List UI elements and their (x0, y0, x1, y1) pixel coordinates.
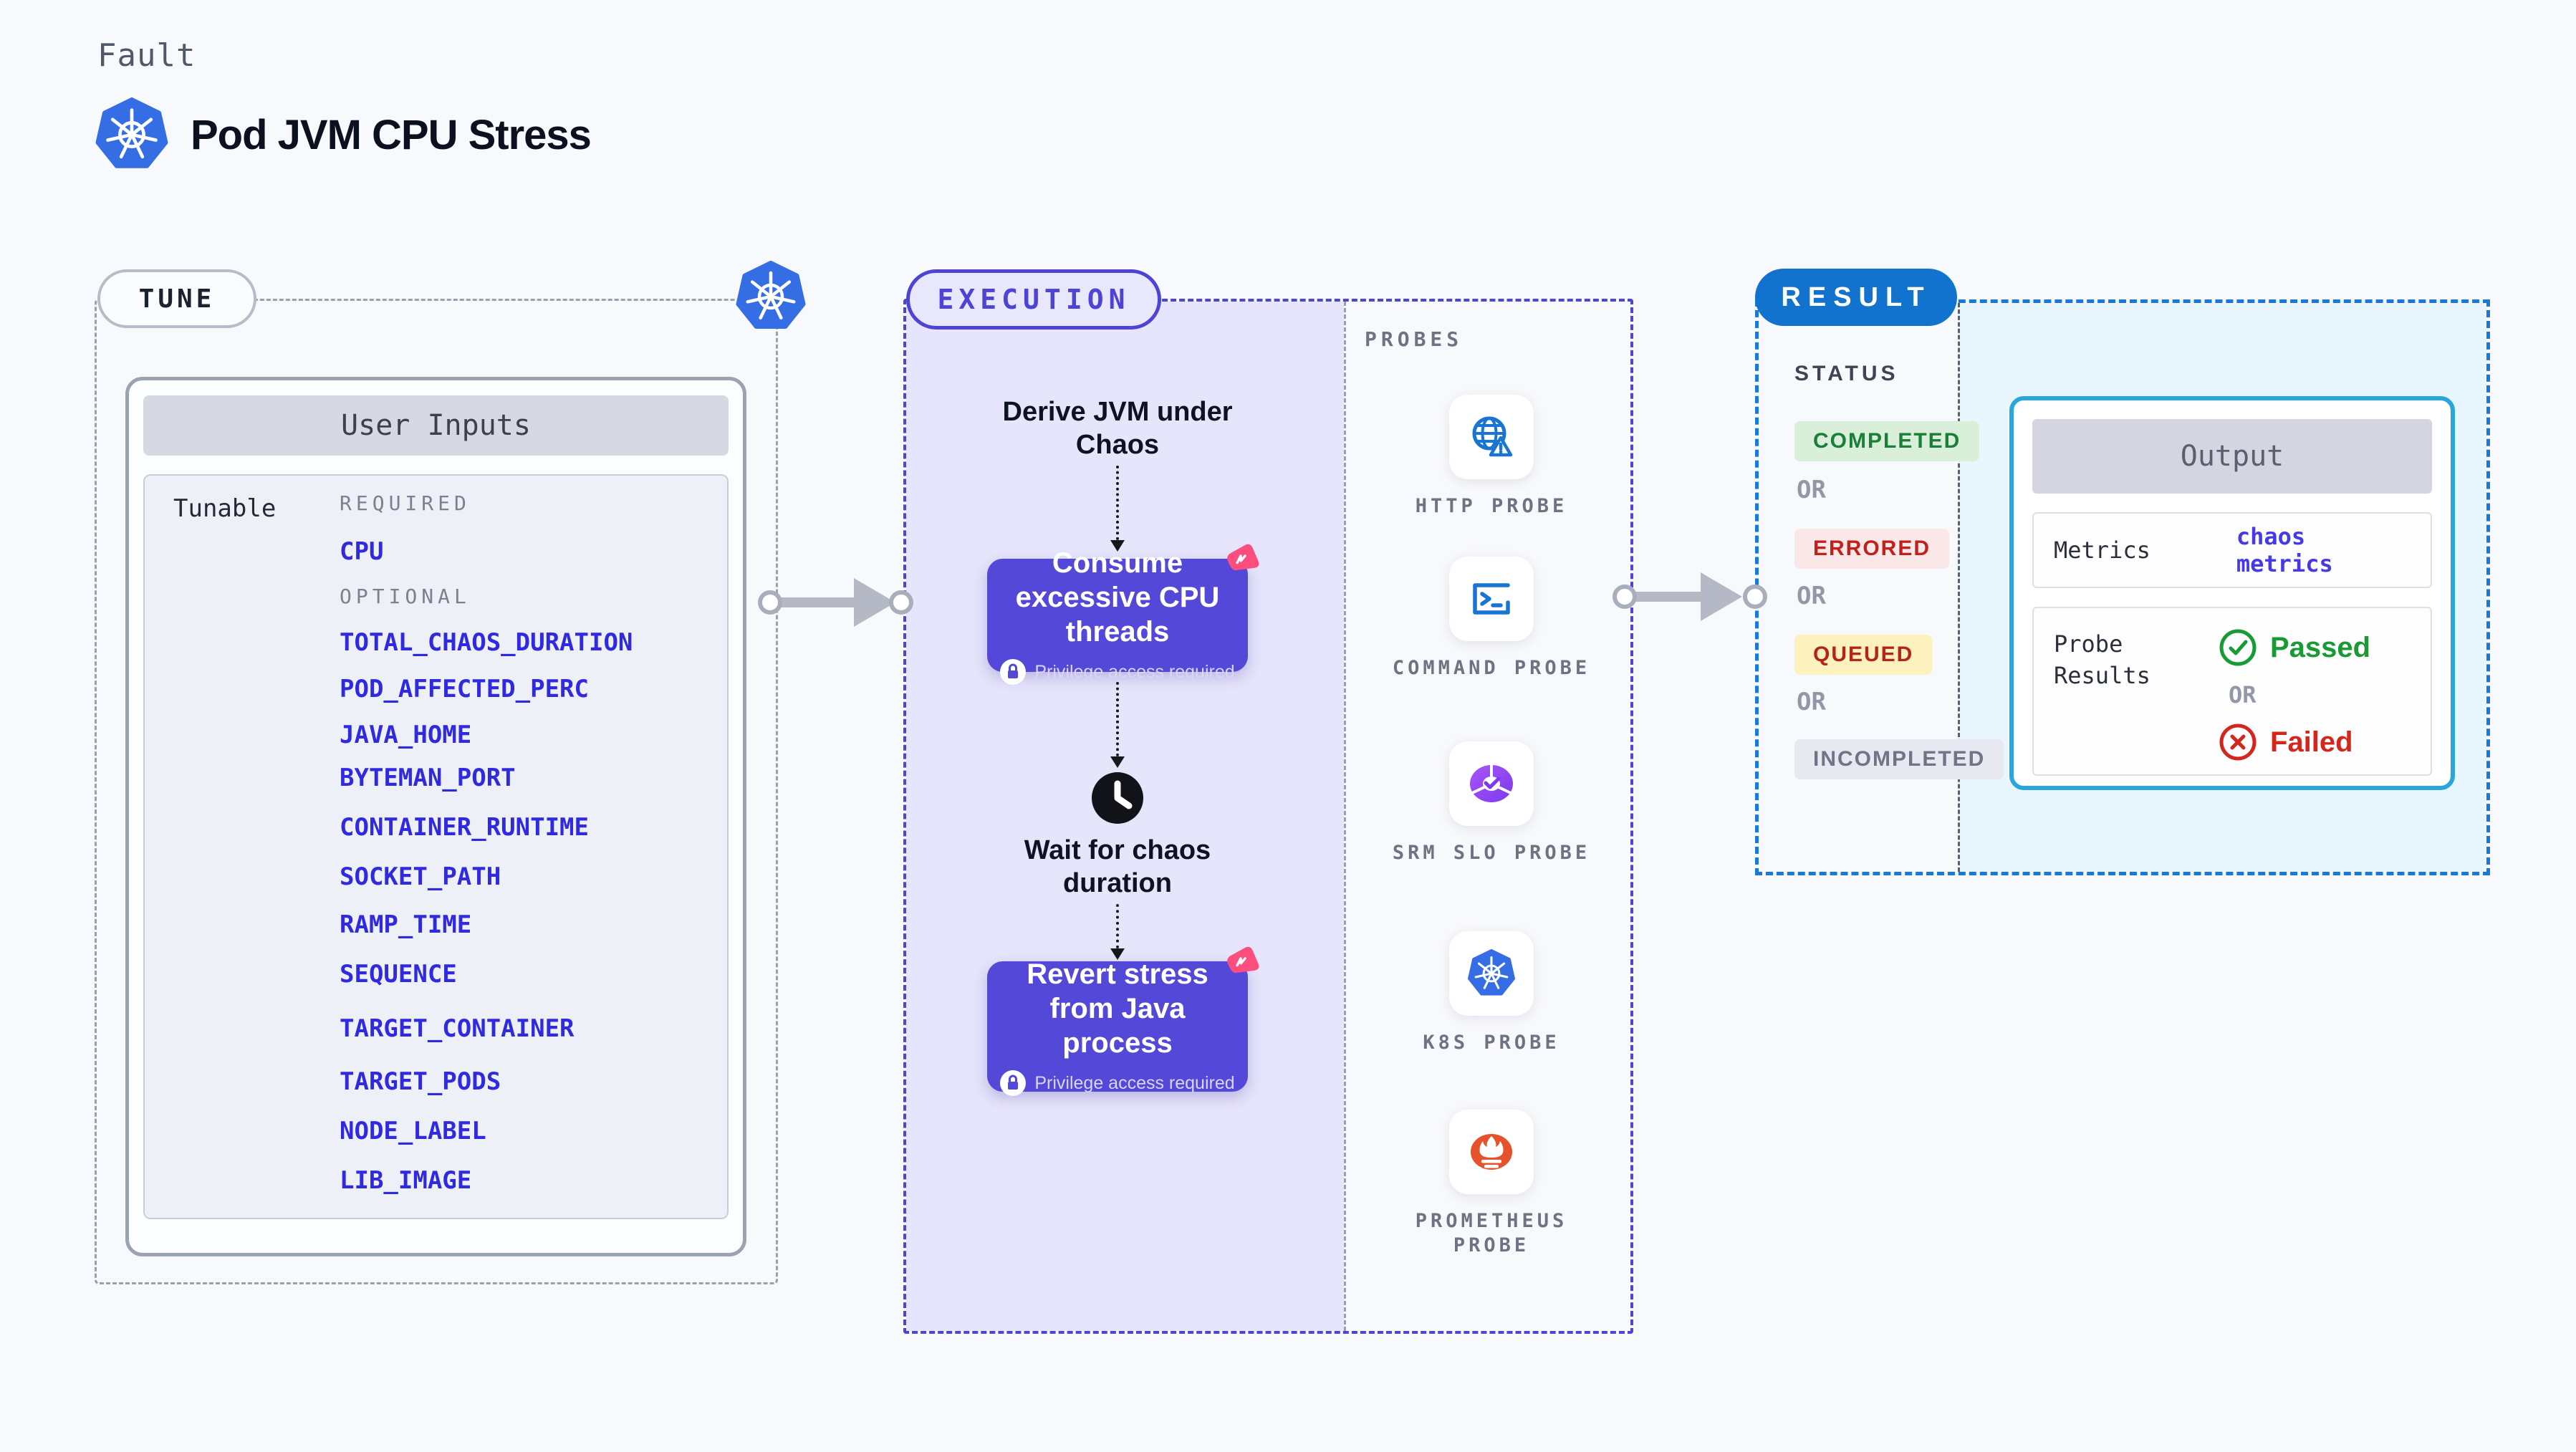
flow-arrowhead (1701, 572, 1742, 621)
wait-step-label: Wait for chaos duration (1024, 835, 1211, 898)
input-item: TARGET_PODS (340, 1067, 501, 1096)
probe-label: HTTP PROBE (1415, 495, 1568, 517)
chaos-metrics-link[interactable]: chaos metrics (2236, 523, 2333, 577)
connector-ring (889, 590, 913, 615)
execution-pill: EXECUTION (906, 269, 1161, 330)
input-item: NODE_LABEL (340, 1117, 486, 1145)
probe-label: SRM SLO PROBE (1392, 842, 1591, 864)
status-divider (1958, 303, 1960, 872)
chaos-icon (1225, 543, 1261, 577)
kubernetes-icon (1467, 949, 1516, 998)
terminal-icon (1473, 583, 1510, 615)
probes-divider (1344, 302, 1346, 1331)
check-circle-icon (2219, 629, 2257, 666)
probe-label: PROMETHEUS PROBE (1415, 1210, 1568, 1256)
probe-label: K8S PROBE (1423, 1032, 1560, 1054)
input-item: SEQUENCE (340, 960, 457, 989)
http-probe-card (1449, 395, 1534, 479)
tune-pill: TUNE (97, 269, 256, 328)
node-label: Revert stress from Java process (1027, 958, 1208, 1059)
input-item: CONTAINER_RUNTIME (340, 813, 589, 842)
input-item: TOTAL_CHAOS_DURATION (340, 628, 633, 657)
derive-step-label: Derive JVM under Chaos (1002, 397, 1233, 460)
dotted-connector (1116, 682, 1119, 756)
input-item: LIB_IMAGE (340, 1166, 472, 1195)
probes-heading: PROBES (1365, 327, 1464, 351)
passed-row: Passed (2219, 628, 2370, 667)
optional-heading: OPTIONAL (340, 585, 471, 608)
status-badge-errored: ERRORED (1794, 529, 1950, 569)
metrics-label: Metrics (2054, 537, 2150, 564)
prometheus-probe-card (1449, 1110, 1534, 1194)
flow-arrow (1625, 592, 1703, 602)
input-item: SOCKET_PATH (340, 862, 501, 891)
lock-icon (1000, 659, 1027, 685)
connector-ring (1743, 585, 1767, 609)
connector-ring (758, 590, 782, 615)
user-inputs-title: User Inputs (143, 395, 729, 456)
status-badge-completed: COMPLETED (1794, 421, 1980, 461)
status-badge-incompleted: INCOMPLETED (1794, 739, 2004, 779)
input-item: CPU (340, 537, 384, 566)
page-title: Pod JVM CPU Stress (191, 111, 592, 158)
globe-warning-icon (1472, 416, 1513, 457)
result-pill: RESULT (1755, 269, 1957, 326)
probe-results-label: Probe Results (2054, 630, 2150, 689)
dotted-arrowhead (1110, 756, 1125, 768)
failed-row: Failed (2219, 723, 2370, 761)
dotted-connector (1116, 904, 1119, 948)
metrics-row: Metrics chaos metrics (2032, 512, 2432, 588)
clock-icon (1092, 772, 1143, 824)
or-label: OR (1797, 476, 1826, 504)
status-heading: STATUS (1794, 362, 1899, 385)
consume-cpu-node: Consume excessive CPU threads Privilege … (987, 543, 1261, 685)
privilege-badge-label: Privilege access required (1034, 661, 1235, 682)
privilege-badge-label: Privilege access required (1034, 1072, 1235, 1093)
or-label: OR (1797, 582, 1826, 610)
user-inputs-list: REQUIRED CPU OPTIONAL TOTAL_CHAOS_DURATI… (143, 474, 729, 1219)
or-label: OR (1797, 688, 1826, 716)
srm-slo-probe-card (1449, 741, 1534, 826)
chaos-icon (1225, 946, 1261, 979)
failed-label: Failed (2270, 726, 2353, 758)
slo-donut-icon (1470, 765, 1513, 802)
or-label: OR (2229, 681, 2257, 708)
tune-section-box (95, 299, 778, 1284)
dotted-connector (1116, 466, 1119, 540)
prometheus-icon (1471, 1134, 1512, 1170)
connector-ring (1613, 585, 1637, 609)
privilege-badge: Privilege access required (1000, 1070, 1235, 1096)
output-card: Output Metrics chaos metrics Probe Resul… (2009, 396, 2455, 790)
command-probe-card (1449, 557, 1534, 641)
flow-arrowhead (854, 578, 895, 627)
revert-stress-node: Revert stress from Java process Privileg… (987, 946, 1261, 1096)
passed-label: Passed (2270, 631, 2371, 663)
input-item: JAVA_HOME (340, 721, 472, 749)
kubernetes-icon (735, 261, 807, 332)
x-circle-icon (2219, 723, 2257, 761)
title-row: Pod JVM CPU Stress (95, 97, 592, 172)
output-title: Output (2032, 419, 2432, 494)
probe-label: COMMAND PROBE (1392, 657, 1591, 679)
status-badge-queued: QUEUED (1794, 635, 1933, 675)
input-item: BYTEMAN_PORT (340, 764, 516, 792)
input-item: POD_AFFECTED_PERC (340, 675, 589, 703)
input-item: TARGET_CONTAINER (340, 1014, 575, 1043)
tunable-label: Tunable (173, 494, 277, 523)
node-label: Consume excessive CPU threads (1015, 547, 1220, 648)
fault-kicker: Fault (97, 37, 196, 74)
privilege-badge: Privilege access required (1000, 659, 1235, 685)
required-heading: REQUIRED (340, 491, 471, 515)
probe-results-row: Probe Results Passed OR Failed (2032, 607, 2432, 776)
dotted-arrowhead (1110, 540, 1125, 552)
k8s-probe-card (1449, 931, 1534, 1016)
flow-arrow (770, 597, 856, 607)
kubernetes-icon (95, 97, 169, 172)
lock-icon (1000, 1070, 1027, 1096)
dotted-arrowhead (1110, 948, 1125, 960)
input-item: RAMP_TIME (340, 910, 472, 939)
